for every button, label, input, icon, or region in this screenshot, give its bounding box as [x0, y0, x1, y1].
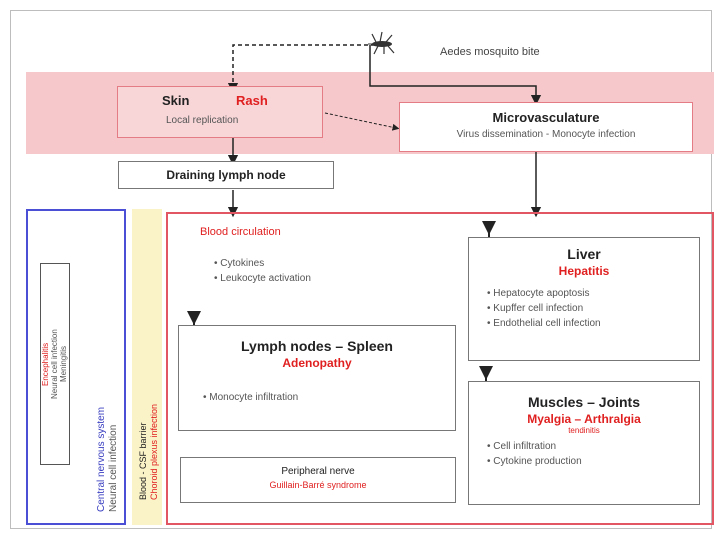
meningitis-label: Meningitis — [59, 346, 68, 383]
item-text: Cell infiltration — [493, 441, 557, 452]
item-text: Kupffer cell infection — [493, 303, 584, 314]
lymph-title: Lymph nodes – Spleen — [241, 338, 393, 354]
skin-sub: Local replication — [166, 115, 239, 126]
hepatitis-label: Hepatitis — [558, 264, 610, 278]
cns-text: Central nervous system Neural cell infec… — [96, 222, 120, 512]
item-text: Endothelial cell infection — [493, 318, 601, 329]
list-item: • Hepatocyte apoptosis — [487, 288, 590, 299]
lymph-nodes-spleen-box: Lymph nodes – Spleen Adenopathy • Monocy… — [178, 325, 456, 431]
blood-csf-barrier-strip — [132, 209, 162, 525]
encephalitis-label: Encephalitis — [41, 342, 50, 386]
cns-title: Central nervous system — [96, 406, 107, 512]
item-text: Monocyte infiltration — [209, 392, 299, 403]
liver-title: Liver — [567, 246, 601, 262]
microvasculature-box: Microvasculature Virus dissemination - M… — [399, 102, 693, 152]
list-item: • Monocyte infiltration — [203, 392, 299, 403]
microvasculature-title: Microvasculature — [492, 110, 600, 125]
bbb-sub: Choroid plexus infection — [149, 403, 159, 500]
list-item: • Cytokines — [214, 258, 265, 269]
item-text: Cytokine production — [493, 456, 582, 467]
lymph-items: • Monocyte infiltration — [203, 390, 455, 405]
item-text: Hepatocyte apoptosis — [493, 288, 590, 299]
blood-circulation-title: Blood circulation — [200, 226, 281, 238]
mosquito-icon — [368, 31, 395, 55]
cns-sub: Neural cell infection — [108, 424, 119, 512]
bbb-text: Blood - CSF barrier Choroid plexus infec… — [138, 230, 160, 500]
liver-box: Liver Hepatitis • Hepatocyte apoptosis •… — [468, 237, 700, 361]
skin-box: Skin Rash Local replication — [117, 86, 323, 138]
list-item: • Leukocyte activation — [214, 273, 311, 284]
list-item: • Cell infiltration — [487, 441, 557, 452]
muscles-title: Muscles – Joints — [527, 394, 641, 410]
rash-label: Rash — [236, 93, 268, 108]
tendinitis-label: tendinitis — [568, 426, 600, 435]
skin-title: Skin — [162, 93, 190, 108]
list-item: • Kupffer cell infection — [487, 303, 584, 314]
item-text: Cytokines — [220, 258, 265, 269]
encephalitis-text: Encephalitis Neural cell infection Menin… — [41, 263, 69, 465]
neural-infection-label: Neural cell infection — [50, 329, 59, 399]
bbb-title: Blood - CSF barrier — [138, 422, 148, 500]
liver-items: • Hepatocyte apoptosis • Kupffer cell in… — [487, 286, 699, 331]
list-item: • Endothelial cell infection — [487, 318, 601, 329]
peripheral-nerve-box: Peripheral nerve Guillain-Barré syndrome — [180, 457, 456, 503]
blood-items: • Cytokines • Leukocyte activation — [214, 256, 311, 286]
muscles-items: • Cell infiltration • Cytokine productio… — [487, 439, 699, 469]
list-item: • Cytokine production — [487, 456, 582, 467]
cns-box — [26, 209, 126, 525]
item-text: Leukocyte activation — [220, 273, 311, 284]
microvasculature-sub: Virus dissemination - Monocyte infection — [456, 129, 636, 140]
mosquito-bite-label: Aedes mosquito bite — [440, 46, 540, 58]
encephalitis-box — [40, 263, 70, 465]
muscles-joints-box: Muscles – Joints Myalgia – Arthralgia te… — [468, 381, 700, 505]
draining-lymph-node-box: Draining lymph node — [118, 161, 334, 189]
blood-circulation-box — [166, 212, 714, 525]
peripheral-title: Peripheral nerve — [281, 466, 355, 477]
adenopathy-label: Adenopathy — [282, 356, 352, 370]
myalgia-label: Myalgia – Arthralgia — [527, 412, 641, 426]
guillain-barre-label: Guillain-Barré syndrome — [269, 480, 367, 490]
